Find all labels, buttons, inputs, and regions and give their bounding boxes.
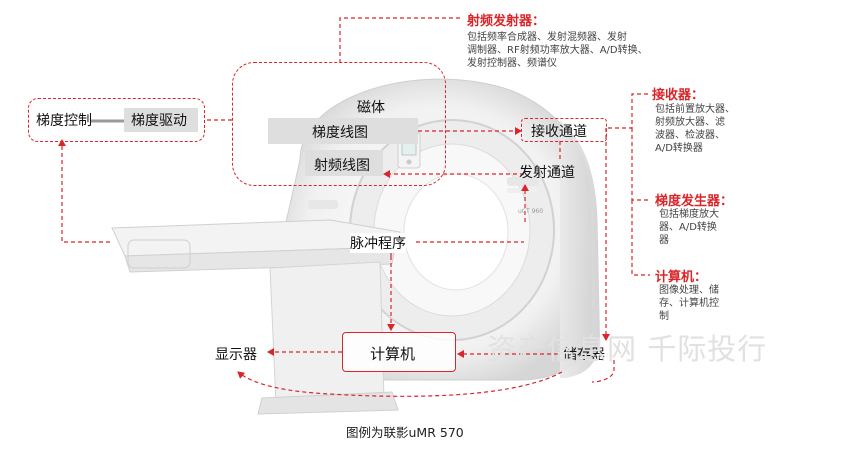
gradient-generator-desc: 包括梯度放大 器、A/D转换 器 — [659, 209, 719, 246]
computer-box — [342, 332, 456, 372]
watermark: 资产信息网 千际投行 — [487, 332, 768, 366]
rf-transmitter-desc: 包括频率合成器、发射混频器、发射 调制器、RF射频功率放大器、A/D转换、 发射… — [467, 32, 648, 69]
display-label: 显示器 — [215, 347, 257, 363]
receiver-desc: 包括前置放大器、 射频放大器、滤 波器、检波器、 A/D转换器 — [655, 104, 735, 154]
magnet-label: 磁体 — [357, 100, 385, 116]
rf-coil-label: 射频线图 — [314, 158, 370, 174]
gradient-coil-label: 梯度线图 — [312, 125, 368, 141]
scanner-badge: uCT 960 — [518, 208, 544, 215]
storage-label: 储存器 — [563, 347, 605, 363]
rf-transmitter-title: 射频发射器： — [467, 14, 546, 29]
patient-table — [111, 219, 401, 415]
transmit-channel-label: 发射通道 — [519, 165, 575, 181]
signal-connectors — [58, 17, 650, 397]
figure-caption: 图例为联影uMR 570 — [346, 425, 464, 440]
gradient-control-group — [28, 98, 205, 142]
receiver-title: 接收器： — [652, 88, 705, 103]
gradient-drive-label: 梯度驱动 — [131, 113, 187, 129]
gradient-coil-box — [268, 118, 418, 144]
computer-note-title: 计算机： — [655, 270, 708, 285]
gradient-generator-title: 梯度发生器： — [655, 194, 734, 209]
computer-note-desc: 图像处理、储 存、计算机控 制 — [659, 285, 719, 322]
pulse-sequence-label: 脉冲程序 — [350, 233, 406, 253]
gradient-control-label: 梯度控制 — [36, 113, 92, 129]
receive-channel-box — [521, 118, 607, 142]
rf-coil-box — [305, 150, 383, 176]
computer-label: 计算机 — [370, 345, 416, 363]
receive-channel-label: 接收通道 — [531, 124, 587, 140]
gradient-drive-box — [124, 108, 198, 132]
magnet-frame — [232, 62, 446, 186]
